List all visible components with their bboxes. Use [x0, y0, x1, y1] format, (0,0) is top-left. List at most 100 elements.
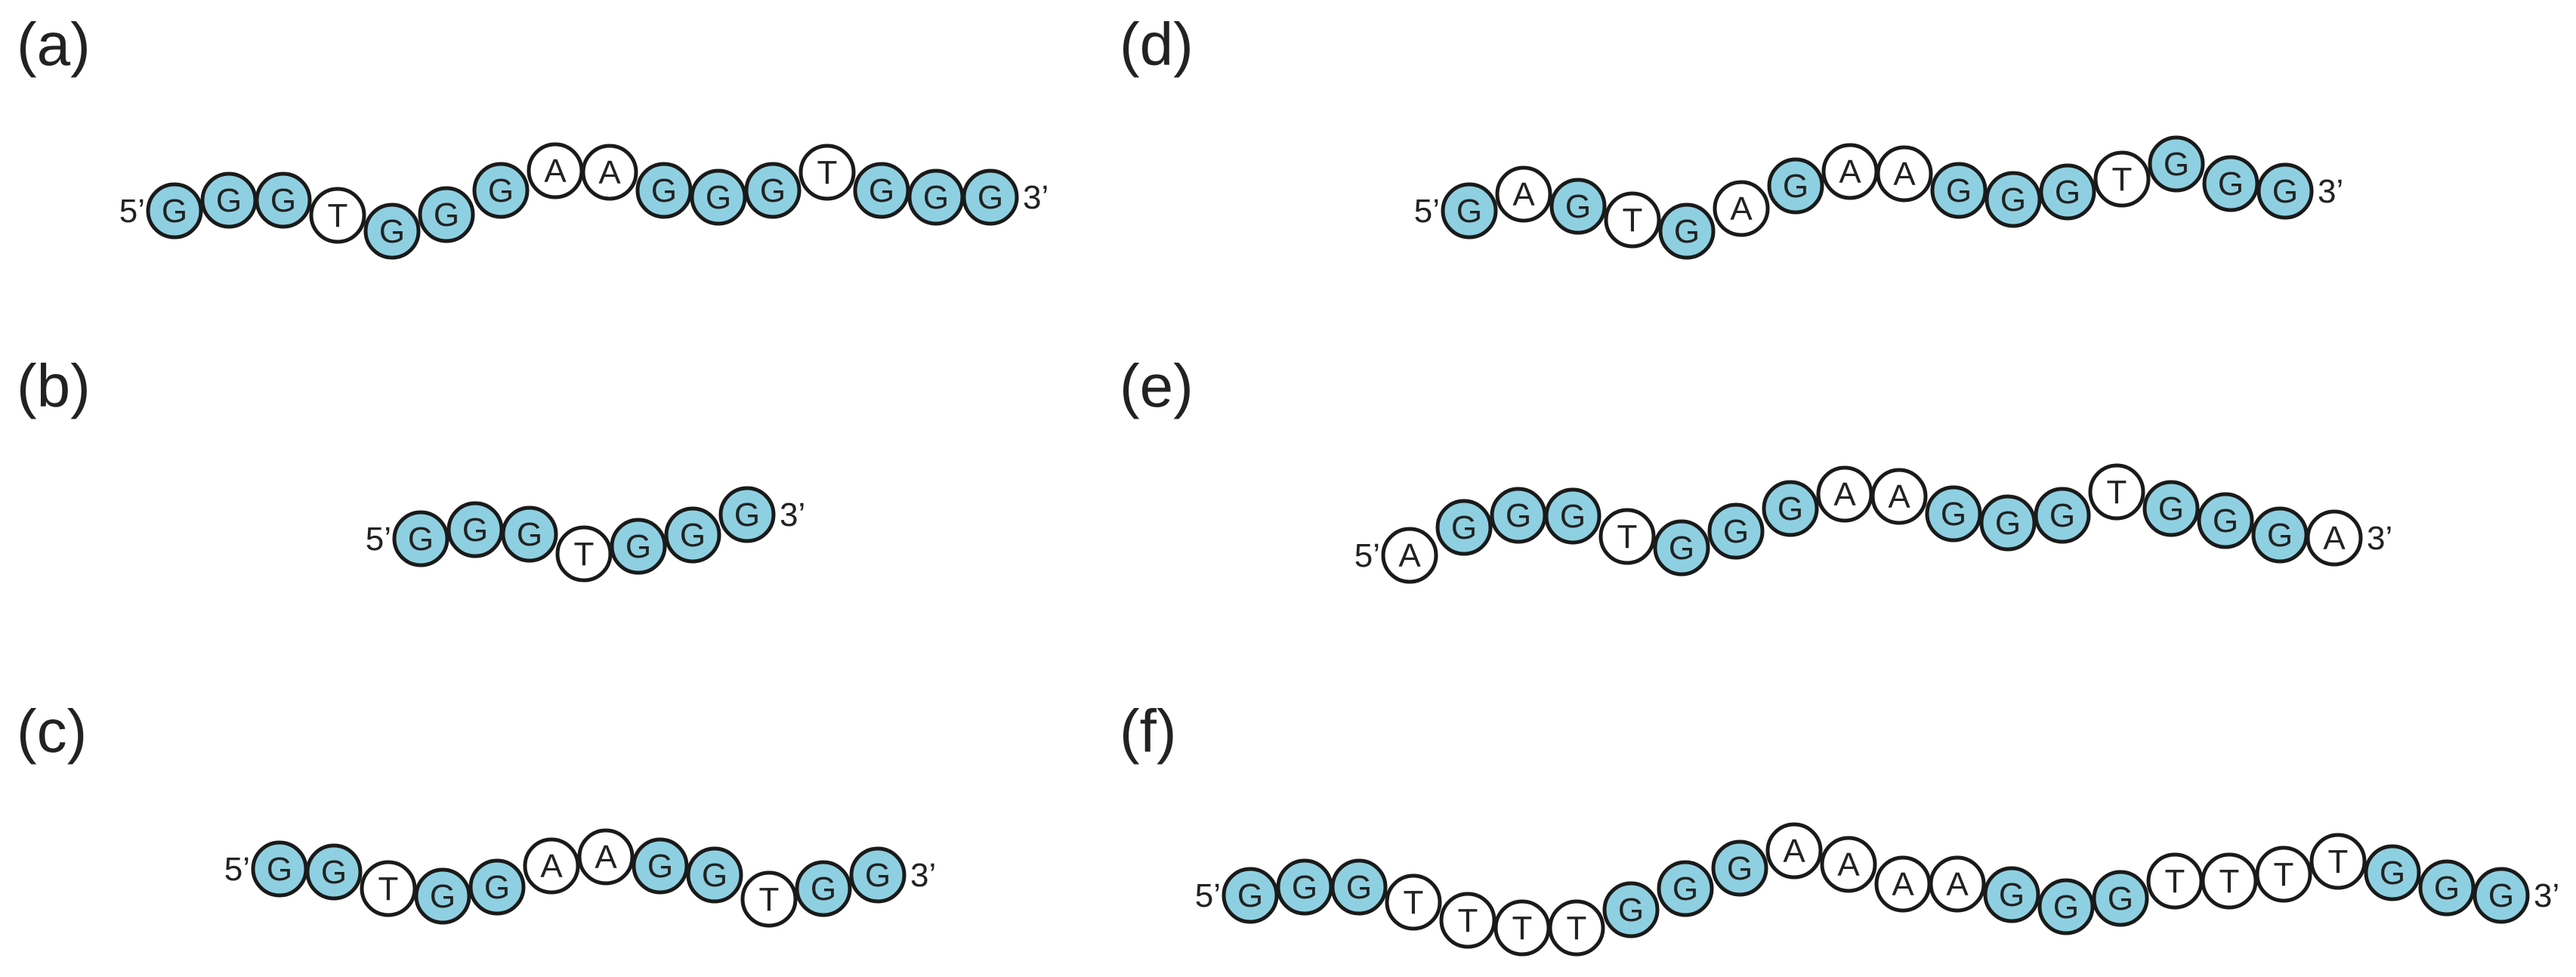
nucleotide-letter: T: [1512, 910, 1533, 947]
nucleotide-letter: G: [1674, 213, 1700, 250]
nucleotide-letter: G: [2049, 497, 2075, 534]
nucleotide-A: A: [1876, 145, 1933, 203]
nucleotide-G: G: [1658, 203, 1716, 260]
nucleotide-G: G: [1276, 858, 1333, 916]
nucleotide-letter: G: [2218, 165, 2244, 203]
nucleotide-circle: [686, 846, 743, 904]
nucleotide-T: T: [1598, 508, 1656, 565]
nucleotide-letter: T: [2274, 856, 2294, 893]
nucleotide-G: G: [1602, 881, 1660, 938]
nucleotide-G: G: [1544, 487, 1602, 545]
nucleotide-letter: A: [2323, 520, 2346, 557]
nucleotide-letter: G: [1783, 168, 1808, 205]
nucleotide-G: G: [468, 858, 526, 916]
nucleotide-G: G: [2148, 135, 2205, 193]
nucleotide-letter: G: [430, 878, 456, 915]
nucleotide-circle: [1385, 873, 1442, 931]
nucleotide-letter: G: [760, 172, 786, 209]
nucleotide-G: G: [2039, 163, 2096, 221]
nucleotide-letter: G: [869, 172, 894, 209]
nucleotide-circle: [309, 187, 366, 244]
nucleotide-letter: T: [817, 154, 838, 191]
three-prime-label: 3’: [780, 496, 805, 533]
nucleotide-circle: [1495, 165, 1552, 223]
nucleotide-letter: G: [1999, 877, 2025, 914]
nucleotide-circle: [1435, 499, 1493, 556]
nucleotide-letter: G: [1778, 490, 1803, 527]
nucleotide-T: T: [2255, 846, 2312, 903]
nucleotide-G: G: [1657, 860, 1714, 917]
nucleotide-G: G: [610, 518, 667, 575]
nucleotide-circle: [2197, 492, 2254, 549]
nucleotide-circle: [2201, 852, 2258, 910]
nucleotide-letter: G: [2000, 181, 2026, 218]
nucleotide-letter: G: [706, 179, 731, 216]
nucleotide-circle: [523, 837, 580, 895]
nucleotide-letter: G: [1560, 498, 1586, 535]
nucleotide-circle: [1658, 203, 1716, 260]
nucleotide-circle: [2255, 846, 2312, 903]
nucleotide-letter: G: [1565, 188, 1591, 225]
nucleotide-letter: A: [1833, 476, 1856, 513]
three-prime-label: 3’: [2534, 877, 2559, 914]
nucleotide-letter: G: [2434, 870, 2460, 907]
nucleotide-circle: [1439, 892, 1496, 949]
panel-label-a: (a): [17, 11, 91, 78]
nucleotide-T: T: [2146, 852, 2204, 910]
nucleotide-circle: [2309, 833, 2367, 890]
nucleotide-letter: G: [488, 172, 514, 209]
nucleotide-letter: G: [647, 848, 673, 885]
nucleotide-circle: [1985, 171, 2042, 228]
nucleotide-circle: [577, 828, 635, 886]
nucleotide-letter: G: [2053, 889, 2079, 926]
nucleotide-letter: A: [1837, 846, 1860, 883]
nucleotide-circle: [363, 203, 421, 260]
nucleotide-letter: G: [702, 857, 727, 894]
nucleotide-circle: [1330, 858, 1388, 916]
nucleotide-circle: [1929, 855, 1986, 913]
nucleotide-circle: [1544, 487, 1602, 545]
nucleotide-G: G: [2034, 487, 2091, 544]
nucleotide-T: T: [309, 187, 366, 244]
nucleotide-G: G: [1930, 162, 1988, 219]
nucleotide-G: G: [255, 172, 312, 229]
nucleotide-G: G: [795, 860, 852, 917]
nucleotide-circle: [2039, 163, 2096, 221]
nucleotide-circle: [1979, 494, 2037, 552]
nucleotide-G: G: [1985, 171, 2042, 228]
nucleotide-G: G: [962, 169, 1019, 226]
nucleotide-letter: T: [1617, 518, 1638, 555]
five-prime-label: 5’: [224, 851, 250, 888]
nucleotide-G: G: [446, 501, 504, 558]
panel-label-b: (b): [17, 352, 91, 419]
nucleotide-circle: [414, 867, 471, 925]
nucleotide-letter: T: [759, 881, 780, 918]
nucleotide-circle: [632, 837, 689, 895]
nucleotide-letter: G: [1669, 530, 1694, 567]
nucleotide-A: A: [577, 828, 635, 886]
three-prime-label: 3’: [2367, 520, 2392, 557]
nucleotide-T: T: [2309, 833, 2367, 890]
nucleotide-circle: [795, 860, 852, 917]
nucleotide-letter: A: [598, 154, 621, 191]
five-prime-label: 5’: [119, 193, 145, 230]
nucleotide-G: G: [1441, 182, 1498, 240]
nucleotide-circle: [555, 525, 613, 583]
nucleotide-letter: G: [216, 182, 242, 219]
nucleotide-circle: [2142, 480, 2200, 537]
nucleotide-G: G: [664, 506, 721, 564]
nucleotide-letter: G: [2272, 173, 2298, 210]
nucleotide-G: G: [2364, 844, 2421, 901]
five-prime-label: 5’: [1354, 537, 1380, 574]
nucleotide-T: T: [798, 144, 856, 201]
nucleotide-circle: [146, 182, 203, 240]
nucleotide-circle: [635, 162, 693, 219]
nucleotide-G: G: [2202, 155, 2259, 212]
nucleotide-circle: [1983, 866, 2040, 923]
nucleotide-letter: G: [267, 851, 292, 888]
